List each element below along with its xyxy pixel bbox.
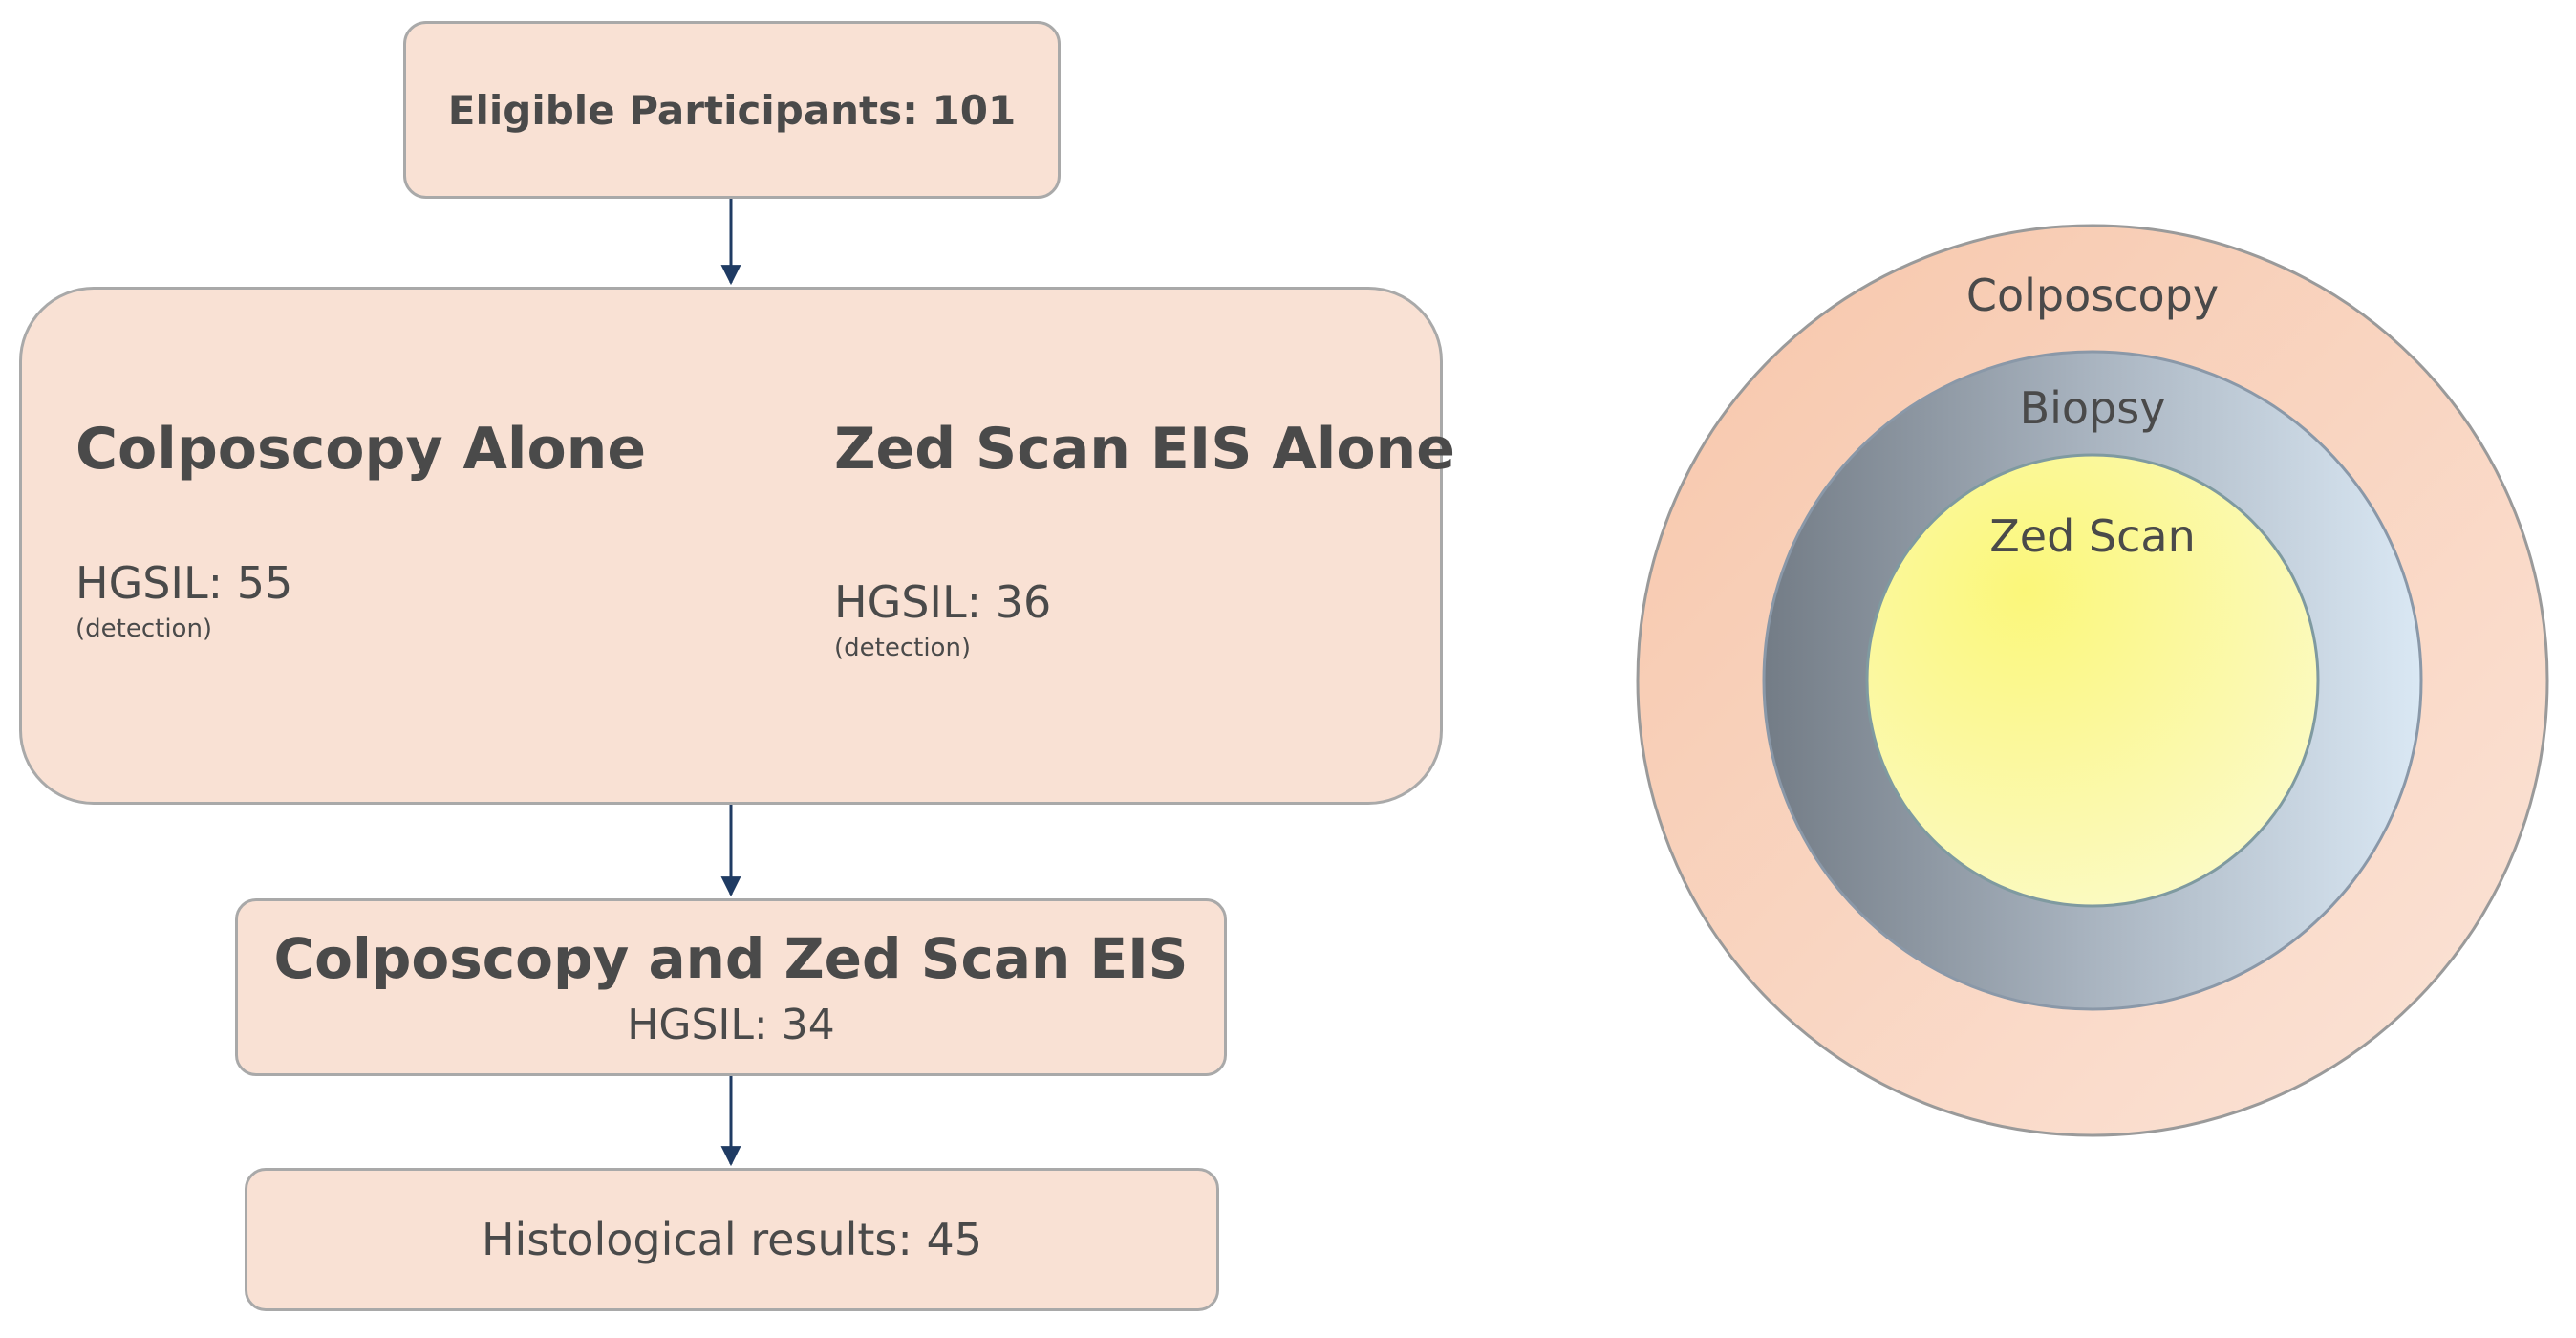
zed-scan-circle-label: Zed Scan <box>1989 510 2196 562</box>
colposcopy-circle-label: Colposcopy <box>1965 270 2220 321</box>
combined-box: Colposcopy and Zed Scan EIS HGSIL: 34 <box>235 898 1227 1076</box>
eligible-participants-box: Eligible Participants: 101 <box>403 21 1061 199</box>
biopsy-circle-label: Biopsy <box>2019 382 2166 434</box>
histology-text: Histological results: 45 <box>481 1214 983 1265</box>
zed-scan-circle <box>1865 453 2320 908</box>
combined-hgsil: HGSIL: 34 <box>627 1001 835 1049</box>
eligible-participants-text: Eligible Participants: 101 <box>447 86 1017 134</box>
colposcopy-hgsil: HGSIL: 55 <box>75 557 293 609</box>
zedscan-hgsil: HGSIL: 36 <box>834 576 1052 628</box>
colposcopy-detection-note: (detection) <box>75 615 213 643</box>
combined-title: Colposcopy and Zed Scan EIS <box>273 926 1189 991</box>
colposcopy-alone-title: Colposcopy Alone <box>75 416 647 483</box>
histology-box: Histological results: 45 <box>245 1168 1219 1311</box>
zedscan-detection-note: (detection) <box>834 634 972 662</box>
zedscan-alone-title: Zed Scan EIS Alone <box>834 416 1455 483</box>
comparison-box: Colposcopy Alone HGSIL: 55 (detection) Z… <box>19 287 1455 805</box>
